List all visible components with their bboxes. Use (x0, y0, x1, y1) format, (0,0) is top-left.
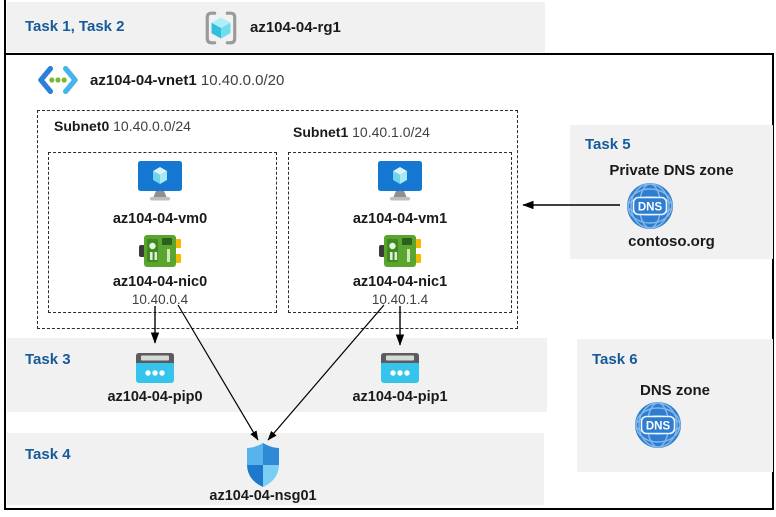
resource-group-name: az104-04-rg1 (250, 19, 341, 36)
virtual-network-icon (38, 65, 78, 95)
left-border-segment (4, 0, 6, 53)
task3-band: Task 3 az104-04-pip0 az104-04-pip1 (7, 338, 547, 412)
resource-group-icon (205, 11, 237, 45)
nic0-label: az104-04-nic0 (112, 274, 208, 290)
dns-zone-heading: DNS zone (639, 382, 710, 399)
nsg-label: az104-04-nsg01 (209, 488, 317, 504)
nic0-icon (139, 235, 181, 267)
nic1-label: az104-04-nic1 (352, 274, 448, 290)
pip1-icon (381, 353, 419, 383)
private-dns-zone-heading: Private DNS zone (609, 162, 734, 179)
nic1-ip: 10.40.1.4 (371, 292, 429, 307)
task6-label: Task 6 (592, 351, 638, 368)
task4-band: Task 4 az104-04-nsg01 (7, 433, 544, 505)
subnet0-name: Subnet0 (54, 118, 110, 134)
private-dns-zone-name: contoso.org (628, 233, 715, 250)
task4-label: Task 4 (25, 446, 71, 463)
private-dns-icon-text: DNS (638, 202, 663, 214)
nsg-icon (247, 443, 279, 487)
nic1-icon (379, 235, 421, 267)
vm0-icon (138, 161, 182, 201)
dns-zone-icon: DNS (635, 402, 681, 448)
task12-label: Task 1, Task 2 (25, 18, 125, 35)
task3-label: Task 3 (25, 351, 71, 368)
subnet1-title: Subnet1 10.40.1.0/24 (293, 124, 430, 140)
subnet0-cidr: 10.40.0.0/24 (113, 118, 191, 134)
pip0-icon (136, 353, 174, 383)
subnet1-name: Subnet1 (293, 124, 349, 140)
vnet-name: az104-04-vnet1 (90, 72, 197, 89)
task6-box: Task 6 DNS zone DNS (577, 339, 773, 472)
subnet0-box (48, 152, 277, 313)
pip0-label: az104-04-pip0 (107, 389, 203, 405)
nic0-ip: 10.40.0.4 (131, 292, 189, 307)
resource-group-band: Task 1, Task 2 az104-04-rg1 (7, 2, 545, 52)
vm0-label: az104-04-vm0 (112, 211, 208, 227)
task5-label: Task 5 (585, 136, 631, 153)
vnet-title: az104-04-vnet1 10.40.0.0/20 (90, 72, 284, 89)
pip1-label: az104-04-pip1 (352, 389, 448, 405)
subnet1-cidr: 10.40.1.0/24 (352, 124, 430, 140)
dns-zone-icon-text: DNS (646, 421, 671, 433)
vm1-label: az104-04-vm1 (352, 211, 448, 227)
task5-box: Task 5 Private DNS zone DNS contoso.org (570, 125, 773, 259)
subnet0-title: Subnet0 10.40.0.0/24 (54, 118, 191, 134)
vm1-icon (378, 161, 422, 201)
private-dns-zone-icon: DNS (627, 183, 673, 229)
vnet-cidr: 10.40.0.0/20 (200, 72, 285, 89)
